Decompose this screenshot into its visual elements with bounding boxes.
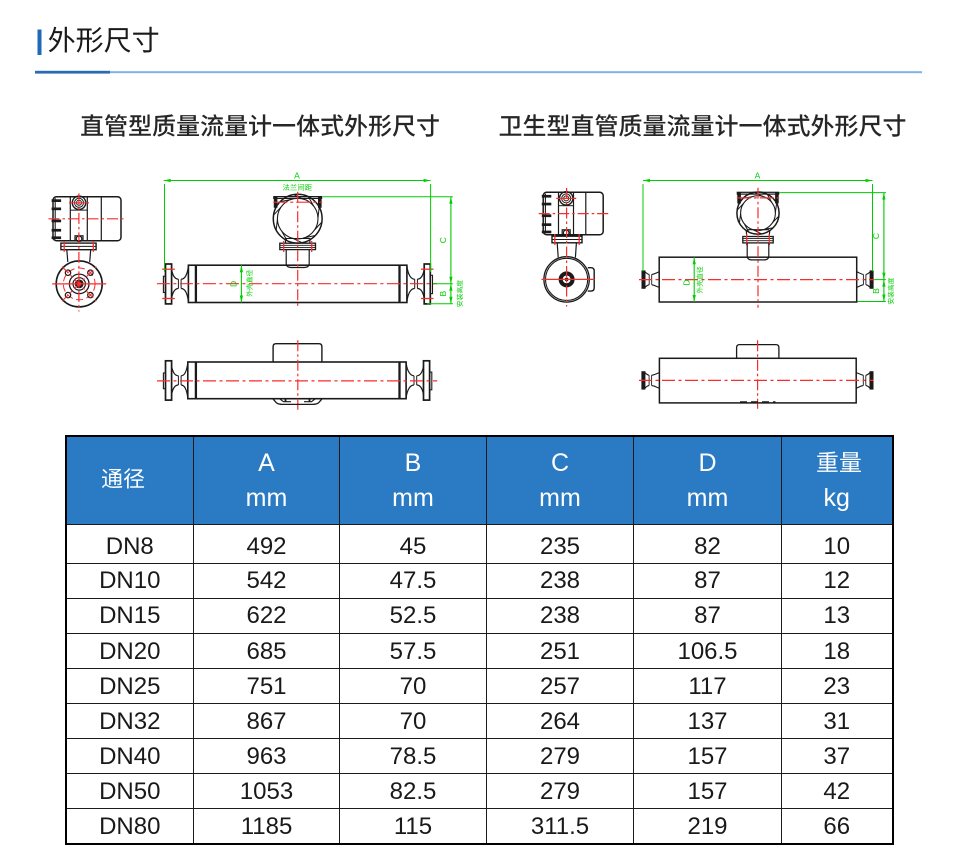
svg-text:A: A [294, 170, 300, 180]
svg-text:A: A [755, 170, 761, 180]
svg-text:C: C [871, 233, 881, 239]
svg-text:C: C [438, 237, 448, 243]
svg-text:B: B [438, 291, 448, 297]
svg-text:D: D [229, 281, 239, 287]
svg-text:B: B [871, 288, 881, 294]
svg-text:D: D [681, 279, 691, 285]
